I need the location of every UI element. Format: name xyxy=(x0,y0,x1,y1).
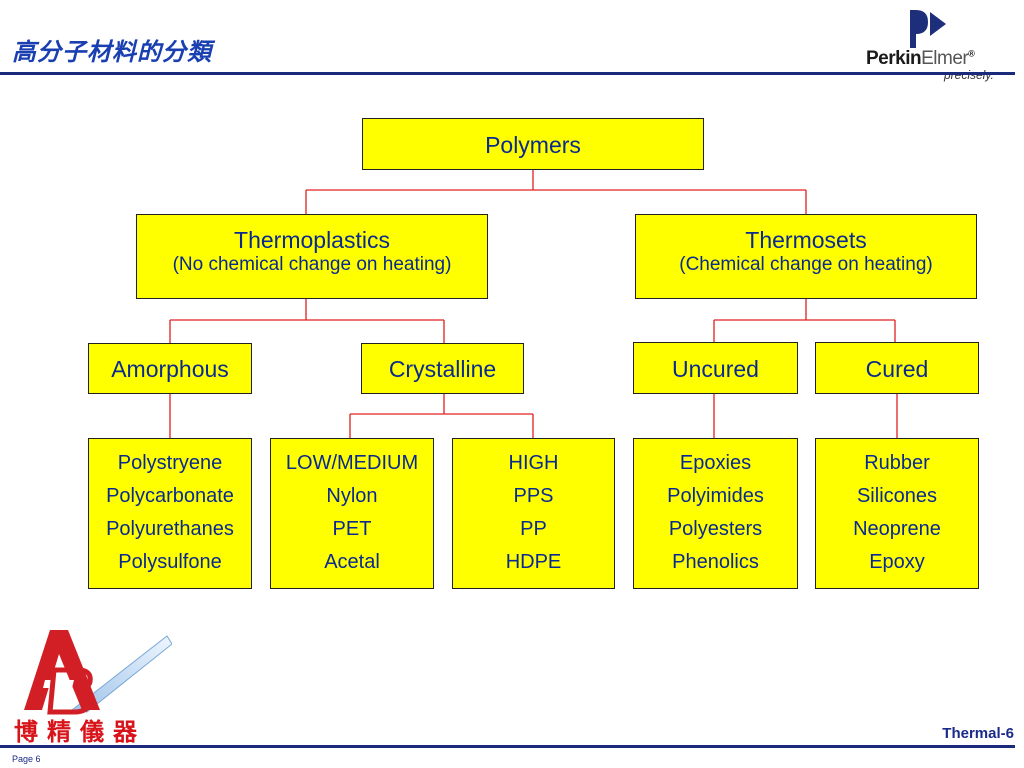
list-item: Phenolics xyxy=(672,551,759,573)
footer-label: Thermal-6 xyxy=(942,725,1014,742)
perkinelmer-logo-mark xyxy=(910,10,946,48)
node-cured: Cured xyxy=(815,342,979,394)
node-polymers: Polymers xyxy=(362,118,704,170)
list-item: Epoxy xyxy=(869,551,925,573)
list-amorphous: Polystryene Polycarbonate Polyurethanes … xyxy=(88,438,252,589)
list-item: PPS xyxy=(513,485,554,507)
brand-tagline: precisely. xyxy=(944,68,994,82)
footer-rule xyxy=(0,745,1015,748)
list-item: HIGH xyxy=(508,452,559,474)
slide-title: 高分子材料的分類 xyxy=(12,37,212,66)
brand-name: PerkinElmer® xyxy=(866,48,975,69)
list-item: Polyesters xyxy=(668,518,763,540)
list-low-medium: LOW/MEDIUM Nylon PET Acetal xyxy=(270,438,434,589)
list-uncured: Epoxies Polyimides Polyesters Phenolics xyxy=(633,438,798,589)
list-item: Polystryene xyxy=(117,452,223,474)
node-uncured: Uncured xyxy=(633,342,798,394)
company-logo xyxy=(24,630,172,715)
list-item: PET xyxy=(332,518,372,540)
node-thermosets: Thermosets (Chemical change on heating) xyxy=(635,214,977,299)
node-amorphous: Amorphous xyxy=(88,343,252,394)
list-item: Polyimides xyxy=(667,485,764,507)
list-item: Polysulfone xyxy=(118,551,222,573)
node-crystalline: Crystalline xyxy=(361,343,524,394)
page-number: Page 6 xyxy=(12,754,41,764)
list-high: HIGH PPS PP HDPE xyxy=(452,438,615,589)
list-item: HDPE xyxy=(505,551,562,573)
node-thermoplastics: Thermoplastics (No chemical change on he… xyxy=(136,214,488,299)
list-item: LOW/MEDIUM xyxy=(285,452,419,474)
list-item: Rubber xyxy=(864,452,930,474)
list-item: Silicones xyxy=(856,485,938,507)
list-item: Nylon xyxy=(326,485,378,507)
list-cured: Rubber Silicones Neoprene Epoxy xyxy=(815,438,979,589)
list-item: PP xyxy=(520,518,547,540)
list-item: Polycarbonate xyxy=(106,485,234,507)
logo-chars: 博精儀器 xyxy=(14,717,146,746)
list-item: Epoxies xyxy=(679,452,752,474)
list-item: Acetal xyxy=(324,551,380,573)
list-item: Polyurethanes xyxy=(106,518,234,540)
list-item: Neoprene xyxy=(853,518,941,540)
header-rule xyxy=(0,72,1015,75)
